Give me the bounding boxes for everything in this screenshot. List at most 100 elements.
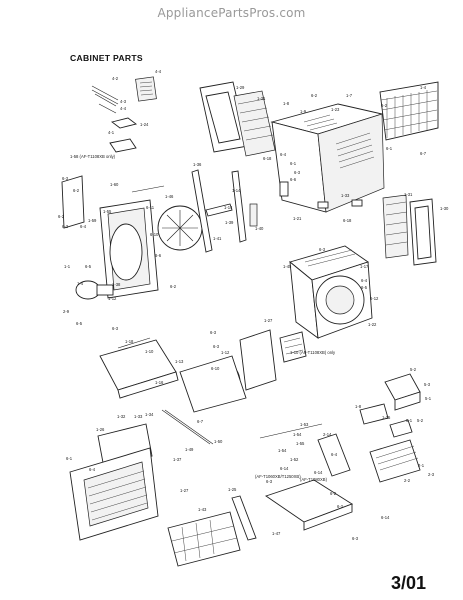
part-callout-label: 2-3 — [428, 472, 435, 477]
part-callout-label: 1-9 — [300, 109, 307, 114]
part-callout-label: 4-4 — [155, 69, 162, 74]
part-callout-label: 1-58 (AF-T1108XB only) — [70, 154, 116, 159]
part-callout-label: 6-3 — [352, 536, 359, 541]
part-callout-label: 2-2 — [404, 478, 411, 483]
part-callout-label: 1-18 — [125, 339, 134, 344]
part-callout-label: 6-3 — [319, 247, 326, 252]
part-callout-label: 6-4 — [280, 152, 287, 157]
part-callout-label: 1-14 — [232, 188, 241, 193]
part-callout-label: 1-31 — [257, 96, 266, 101]
part-callout-label: 1-49 — [185, 447, 194, 452]
part-callout-label: 1-60 — [110, 182, 119, 187]
part-callout-label: 6-2 — [311, 93, 318, 98]
part-callout-label: 6-5 — [85, 264, 92, 269]
front-panel-assembly — [69, 409, 241, 567]
part-callout-label: 1-10 (AF-T1108XB) only — [290, 350, 336, 355]
part-callout-label: 6-1 — [290, 161, 297, 166]
part-callout-label: 6-1 — [66, 456, 73, 461]
part-callout-label: 4-3 — [120, 99, 127, 104]
side-filter-panels — [382, 194, 437, 266]
part-callout-label: 1-23 — [331, 107, 340, 112]
part-callout-label: 1-37 — [173, 457, 182, 462]
hardware-screws-group — [91, 76, 157, 153]
part-callout-label: 6-14 — [314, 470, 323, 475]
part-callout-label: 6-4 — [331, 452, 338, 457]
part-callout-label: 5-2 — [417, 418, 424, 423]
part-callout-label: 4-1 — [108, 130, 115, 135]
part-callout-label: 1-32 — [117, 414, 126, 419]
part-callout-label: 1-34 — [145, 412, 154, 417]
part-callout-label: 6-2 — [337, 504, 344, 509]
part-callout-label: 6-4 — [80, 224, 87, 229]
part-callout-label: 1-12 — [221, 350, 230, 355]
part-callout-label: 6-2 — [73, 188, 80, 193]
part-callout-label: 1-52 — [290, 457, 299, 462]
part-callout-label: 5-2 — [410, 367, 417, 372]
part-callout-label: 1-17 — [360, 264, 369, 269]
blower-wheel-group — [179, 329, 307, 413]
part-callout-label: 1-50 — [214, 439, 223, 444]
part-callout-label: 1-14 — [224, 205, 233, 210]
part-callout-label: 6-4 — [361, 278, 368, 283]
part-callout-label: (AF-T1080XB) — [300, 477, 328, 482]
electrical-components — [359, 373, 421, 483]
part-callout-label: 2-14 — [323, 432, 332, 437]
part-callout-label: 1-36 — [193, 162, 202, 167]
part-callout-label: 6-10 — [150, 232, 159, 237]
part-callout-label: 1-8 — [355, 404, 362, 409]
part-callout-label: 1-27 — [180, 488, 189, 493]
blower-housing — [289, 245, 373, 339]
part-callout-label: 6-7 — [420, 151, 427, 156]
part-callout-label: 1-43 — [198, 507, 207, 512]
part-callout-label: 6-2 — [58, 214, 65, 219]
part-callout-label: 6-18 — [343, 218, 352, 223]
part-callout-label: 1-46 — [165, 194, 174, 199]
part-callout-label: 1-53 — [300, 422, 309, 427]
part-callout-label: 1-35 — [382, 415, 391, 420]
part-callout-label: 1-33 — [341, 193, 350, 198]
part-callout-label: 6-2 — [170, 284, 177, 289]
watermark-text: AppliancePartsPros.com — [157, 6, 306, 20]
page-title: CABINET PARTS — [70, 53, 143, 63]
base-pan-bottom — [231, 423, 354, 541]
part-callout-label: 1-8 — [283, 101, 290, 106]
part-callout-label: 6-7 — [197, 419, 204, 424]
part-callout-label: 1-55 — [103, 209, 112, 214]
part-callout-label: 1-10 — [145, 349, 154, 354]
part-callout-label: 1-12 — [108, 296, 117, 301]
part-callout-label: 1-27 — [264, 318, 273, 323]
part-callout-label: 1-54 — [278, 448, 287, 453]
part-callout-label: 5-1 — [406, 418, 413, 423]
part-callout-label: 1-29 — [236, 85, 245, 90]
part-callout-label: 1-21 — [293, 216, 302, 221]
part-callout-label: 1-31 — [404, 192, 413, 197]
part-callout-label: 5-3 — [424, 382, 431, 387]
part-callout-label: 1-40 — [255, 226, 264, 231]
part-callout-label: 6-14 — [280, 466, 289, 471]
part-callout-label: 6-2 — [330, 491, 337, 496]
base-pan-left — [99, 337, 179, 399]
part-callout-label: 1-30 — [440, 206, 449, 211]
part-callout-label: 6-4 — [89, 467, 96, 472]
part-callout-label: 6-3 — [266, 479, 273, 484]
part-callout-label: 2-1 — [418, 463, 425, 468]
part-callout-label: 1-1 — [64, 264, 71, 269]
front-frame-top — [199, 81, 276, 157]
part-callout-label: 6-18 — [263, 156, 272, 161]
part-callout-label: 6-3 — [62, 176, 69, 181]
part-callout-label: 6-3 — [62, 224, 69, 229]
part-callout-label: 6-3 — [112, 326, 119, 331]
part-callout-label: 1-4 — [77, 281, 84, 286]
part-callout-label: 1-41 — [213, 236, 222, 241]
part-callout-label: 6-3 — [294, 170, 301, 175]
part-callout-label: 1-55 — [296, 441, 305, 446]
rear-grille — [379, 81, 439, 141]
part-callout-label: 1-22 — [368, 322, 377, 327]
part-callout-label: 6-3 — [213, 344, 220, 349]
part-callout-label: 6-10 — [211, 366, 220, 371]
part-callout-label: 1-39 — [225, 220, 234, 225]
part-callout-label: 1-13 — [175, 359, 184, 364]
